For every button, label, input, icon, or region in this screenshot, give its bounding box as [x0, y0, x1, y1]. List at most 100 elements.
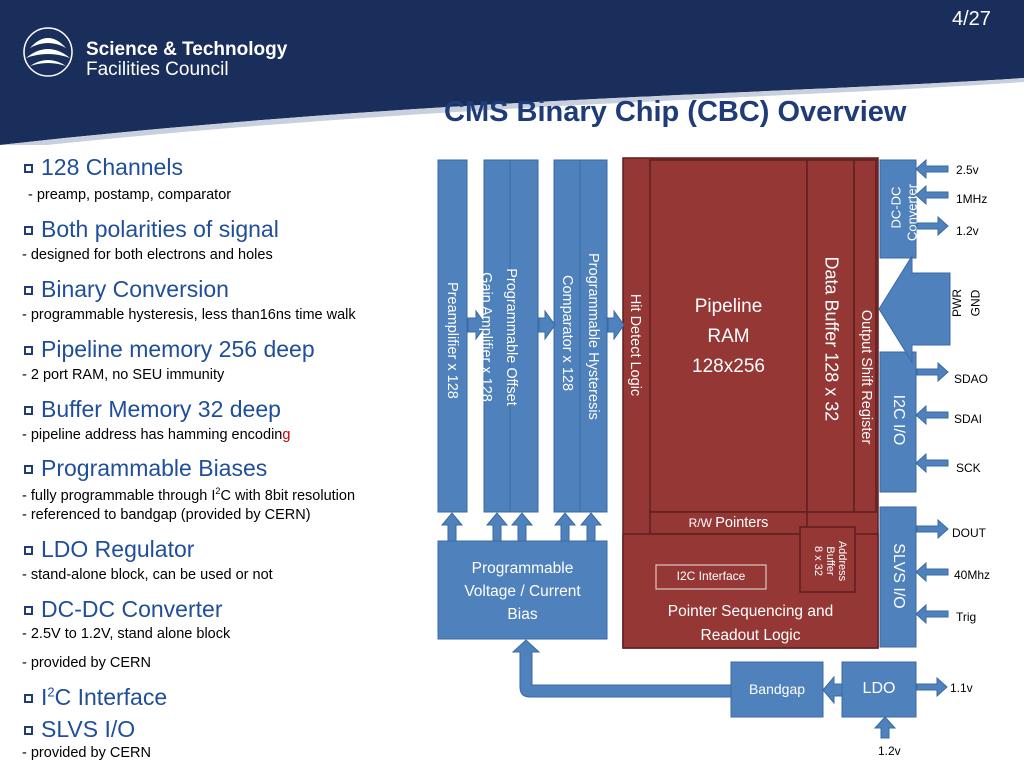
- arrow-right-icon: [467, 309, 487, 341]
- logo-line2: Facilities Council: [86, 59, 229, 80]
- arrow-right-icon: [916, 215, 949, 237]
- dcdc-label-1: DC-DC: [888, 186, 904, 229]
- gain-amp-label-2: Gain Amplifier x 128: [478, 272, 494, 402]
- i2c-io-block: [879, 351, 917, 493]
- bullet-sub: - 2.5V to 1.2V, stand alone block: [22, 626, 231, 642]
- comparator-label-1: Programmable Hysteresis: [585, 253, 601, 420]
- pin-sdai: SDAI: [954, 412, 983, 426]
- gain-amp-label-1: Programmable Offset: [503, 268, 519, 406]
- arrow-up-icon: [873, 716, 897, 739]
- i2c-interface-block: [655, 564, 767, 590]
- bullet-heading: Both polarities of signal: [24, 216, 279, 243]
- pin-1mhz: 1MHz: [956, 192, 988, 206]
- bandgap-to-bias-arrow-icon: [511, 639, 732, 698]
- dcdc-block: [879, 159, 917, 259]
- arrow-right-icon: [916, 676, 948, 698]
- comparator-label-2: Comparator x 128: [559, 274, 575, 392]
- arrow-right-icon: [607, 309, 625, 341]
- bullet-sub: - referenced to bandgap (provided by CER…: [22, 507, 311, 523]
- bullet-heading: I2C Interface: [24, 684, 167, 711]
- gain-amp-block: [509, 159, 539, 513]
- arrow-right-icon: [538, 309, 556, 341]
- arrow-up-icon: [440, 512, 464, 542]
- checkbox-bullet-icon: [24, 694, 33, 703]
- arrow-up-icon: [579, 512, 603, 542]
- output-shift-block: [853, 159, 877, 513]
- i2c-interface-label: I2C Interface: [676, 569, 746, 583]
- bullet-sub: - provided by CERN: [22, 745, 151, 761]
- address-buffer-block: [799, 526, 856, 593]
- dcdc-label-2: Converter: [904, 183, 920, 242]
- slvs-io-block: [879, 506, 917, 648]
- pin-40mhz: 40Mhz: [954, 568, 991, 582]
- checkbox-bullet-icon: [24, 164, 33, 173]
- checkbox-bullet-icon: [24, 346, 33, 355]
- checkbox-bullet-icon: [24, 286, 33, 295]
- pin-2v5: 2.5v: [956, 163, 979, 177]
- hit-detect-label: Hit Detect Logic: [627, 293, 643, 397]
- checkbox-bullet-icon: [24, 546, 33, 555]
- bullet-sub: - fully programmable through I2C with 8b…: [22, 486, 356, 504]
- pin-1v2-ldo: 1.2v: [878, 744, 901, 758]
- bullet-heading: 128 Channels: [24, 154, 183, 181]
- bullet-sub: - provided by CERN: [22, 655, 151, 671]
- ldo-label: LDO: [862, 680, 896, 697]
- logo-text: Science & Technology Facilities Council: [86, 40, 287, 80]
- bullet-heading: LDO Regulator: [24, 536, 194, 563]
- ldo-block: [841, 661, 917, 718]
- output-shift-label: Output Shift Register: [858, 309, 874, 445]
- checkbox-bullet-icon: [24, 406, 33, 415]
- bullet-sub: - pipeline address has hamming encoding: [22, 427, 291, 443]
- power-arrow-icon: [878, 254, 951, 364]
- data-buffer-block: [806, 159, 855, 513]
- pin-sdao: SDAO: [954, 372, 989, 386]
- checkbox-bullet-icon: [24, 226, 33, 235]
- bullet-sub: - designed for both electrons and holes: [22, 247, 273, 263]
- pin-pwr: PWR: [950, 289, 964, 317]
- hysteresis-block: [579, 159, 608, 513]
- logo-line1: Science & Technology: [86, 39, 288, 60]
- bullet-sub: - programmable hysteresis, less than16ns…: [22, 307, 356, 323]
- address-buffer-label: Address Buffer 8 x 32: [812, 540, 848, 582]
- arrow-right-icon: [916, 518, 949, 540]
- pin-1v1: 1.1v: [950, 681, 973, 695]
- bullet-heading: Binary Conversion: [24, 276, 229, 303]
- bullet-heading: DC-DC Converter: [24, 596, 222, 623]
- bullet-sub: - preamp, postamp, comparator: [28, 187, 232, 203]
- pin-1v2: 1.2v: [956, 224, 979, 238]
- checkbox-bullet-icon: [24, 726, 33, 735]
- arrow-left-icon: [915, 184, 949, 206]
- arrow-left-icon: [915, 603, 949, 625]
- arrow-left-icon: [915, 452, 949, 474]
- gain-amp-offset-block: [483, 159, 511, 513]
- arrow-left-icon: [915, 561, 949, 583]
- arrow-up-icon: [485, 512, 509, 542]
- arrow-up-icon: [510, 512, 534, 542]
- bullet-heading: SLVS I/O: [24, 716, 135, 743]
- page-title: CMS Binary Chip (CBC) Overview: [444, 96, 907, 128]
- prog-bias-block: [437, 540, 608, 640]
- arrow-left-icon: [915, 404, 949, 426]
- preamp-block: [437, 159, 468, 513]
- bullet-heading: Pipeline memory 256 deep: [24, 336, 315, 363]
- bullet-heading: Buffer Memory 32 deep: [24, 396, 281, 423]
- bullet-sub: - 2 port RAM, no SEU immunity: [22, 367, 225, 383]
- checkbox-bullet-icon: [24, 465, 33, 474]
- pointer-seq-label: Pointer Sequencing and Readout Logic: [667, 603, 834, 644]
- pin-dout: DOUT: [952, 526, 986, 540]
- pipeline-ram-block: [649, 159, 808, 513]
- comparator-block: [553, 159, 581, 513]
- preamp-label: Preamplifier x 128: [444, 282, 460, 399]
- checkbox-bullet-icon: [24, 606, 33, 615]
- bullet-sub: - stand-alone block, can be used or not: [22, 567, 273, 583]
- data-buffer-label: Data Buffer 128 x 32: [821, 256, 842, 422]
- prog-bias-label: Programmable Voltage / Current Bias: [464, 560, 581, 623]
- arrow-up-icon: [553, 512, 577, 542]
- bandgap-block: [730, 661, 824, 718]
- header-banner: [0, 0, 1024, 145]
- pipeline-ram-label: Pipeline RAM 128x256: [692, 296, 765, 377]
- arrow-right-icon: [916, 361, 949, 383]
- pin-gnd: GND: [968, 289, 983, 317]
- rw-pointers-label: R/W Pointers: [688, 515, 769, 531]
